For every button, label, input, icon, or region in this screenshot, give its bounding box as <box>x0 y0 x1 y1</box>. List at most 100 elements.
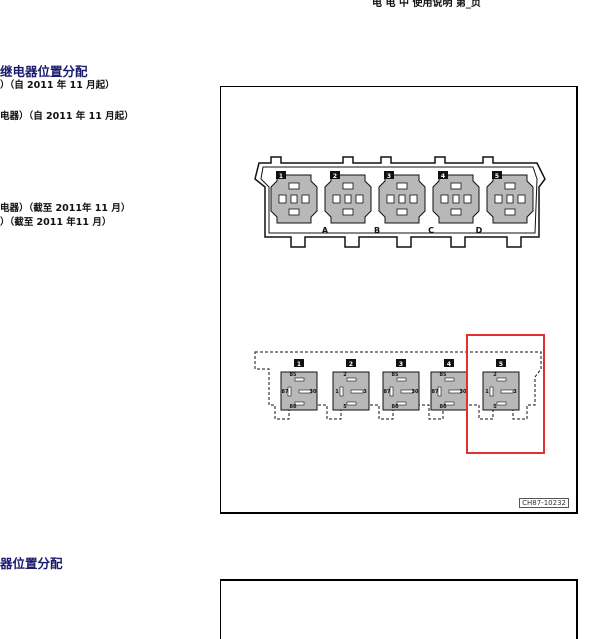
contact <box>294 401 305 406</box>
contact <box>396 208 408 216</box>
terminal-label-bottom: 5 <box>493 404 497 410</box>
contact <box>355 194 364 204</box>
contact <box>506 194 514 204</box>
contact <box>389 386 394 397</box>
contact <box>496 377 507 382</box>
upper-relay-slot <box>432 174 480 224</box>
column-letter: B <box>374 226 380 235</box>
contact <box>342 182 354 190</box>
upper-relay-slot <box>486 174 534 224</box>
slot-number: 4 <box>441 173 445 180</box>
terminal-label-bottom: 86 <box>440 404 447 410</box>
contact <box>396 377 407 382</box>
contact <box>437 386 442 397</box>
contact <box>339 386 344 397</box>
figure-code: CH87-10232 <box>519 498 569 508</box>
slot-badge <box>496 359 506 367</box>
terminal-label-top: 2 <box>493 372 497 378</box>
section-title: 继电器位置分配 <box>0 64 88 79</box>
text-line-4: ）（截至 2011 年11 月） <box>0 217 112 228</box>
slot-badge <box>330 171 340 179</box>
contact <box>504 182 516 190</box>
upper-slot-badge: 2 <box>330 171 340 180</box>
lower-slot-badge: 1 <box>294 359 304 368</box>
terminal-label-left: 87 <box>282 389 289 395</box>
contact <box>344 194 352 204</box>
contact <box>452 194 460 204</box>
contact <box>409 194 418 204</box>
terminal-label-right: 30 <box>460 389 467 395</box>
slot-number: 3 <box>387 173 391 180</box>
contact <box>396 401 407 406</box>
lower-slot-badge: 3 <box>396 359 406 368</box>
terminal-label-left: 87 <box>432 389 439 395</box>
lower-slot-badge: 5 <box>496 359 506 368</box>
contact <box>288 208 300 216</box>
slot-badge <box>444 359 454 367</box>
terminal-label-bottom: 86 <box>392 404 399 410</box>
upper-slot-badge: 5 <box>492 171 502 180</box>
slot-badge <box>346 359 356 367</box>
terminal-label-top: 85 <box>290 372 297 378</box>
contact <box>463 194 472 204</box>
upper-slot-badge: 3 <box>384 171 394 180</box>
contact <box>517 194 526 204</box>
slot-number: 4 <box>447 361 451 368</box>
contact <box>444 401 455 406</box>
contact <box>332 194 341 204</box>
slot-badge <box>492 171 502 179</box>
contact <box>494 194 503 204</box>
contact <box>450 182 462 190</box>
slot-badge <box>396 359 406 367</box>
slot-number: 2 <box>333 173 337 180</box>
contact <box>450 208 462 216</box>
section2-title: 器位置分配 <box>0 556 63 571</box>
contact <box>448 389 462 394</box>
upper-relay-slot <box>324 174 372 224</box>
contact <box>346 377 357 382</box>
lower-panel-outline <box>254 351 542 420</box>
upper-panel-outline <box>254 156 546 248</box>
next-figure-frame <box>220 579 578 639</box>
text-line-1: ）（自 2011 年 11 月起） <box>0 80 115 91</box>
terminal-label-left: 87 <box>384 389 391 395</box>
slot-number: 1 <box>279 173 283 180</box>
text-line-2: 电器）（自 2011 年 11 月起） <box>0 111 134 122</box>
contact <box>342 208 354 216</box>
terminal-label-right: 30 <box>412 389 419 395</box>
slot-badge <box>384 171 394 179</box>
contact <box>301 194 310 204</box>
contact <box>350 389 364 394</box>
slot-number: 5 <box>495 173 499 180</box>
slot-number: 2 <box>349 361 353 368</box>
contact <box>496 401 507 406</box>
contact <box>287 386 292 397</box>
page-header: 电 电 中 使用说明 第_页 <box>372 0 481 9</box>
terminal-label-left: 1 <box>485 389 489 395</box>
slot-badge <box>276 171 286 179</box>
slot-number: 5 <box>499 361 503 368</box>
column-letter: C <box>428 226 434 235</box>
contact <box>290 194 298 204</box>
contact <box>444 377 455 382</box>
slot-number: 3 <box>399 361 403 368</box>
upper-relay-slot <box>378 174 426 224</box>
contact <box>500 389 514 394</box>
text-line-3: 电器）（截至 2011年 11 月） <box>0 203 131 214</box>
contact <box>294 377 305 382</box>
terminal-label-top: 2 <box>343 372 347 378</box>
terminal-label-bottom: 5 <box>343 404 347 410</box>
highlight-box <box>466 334 545 454</box>
terminal-label-right: 30 <box>310 389 317 395</box>
upper-slot-badge: 4 <box>438 171 448 180</box>
upper-slot-badge: 1 <box>276 171 286 180</box>
lower-slot-badge: 2 <box>346 359 356 368</box>
contact <box>440 194 449 204</box>
contact <box>386 194 395 204</box>
